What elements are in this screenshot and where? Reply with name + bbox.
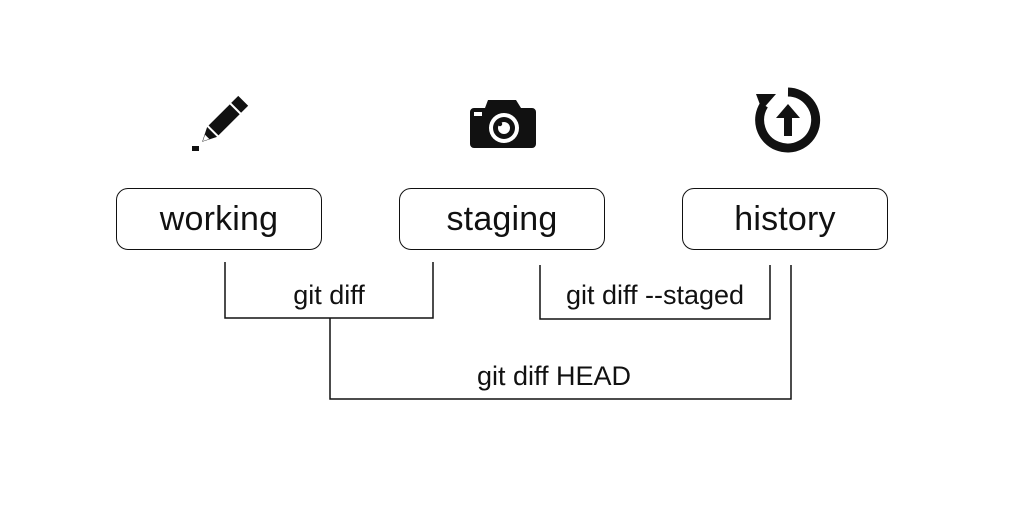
staging-box: staging [399,188,605,250]
camera-icon [466,86,538,158]
git-diff-bracket [224,262,434,319]
history-restore-icon [752,84,824,156]
git-diff-head-bracket [329,265,792,400]
staging-label: staging [446,199,558,238]
working-box: working [116,188,322,250]
git-diff-staged-label: git diff --staged [565,280,745,310]
git-diff-head-label: git diff HEAD [476,361,632,391]
working-label: working [159,199,279,238]
pencil-icon [186,86,258,158]
history-box: history [682,188,888,250]
history-label: history [734,199,836,238]
git-diff-label: git diff [293,280,365,310]
git-diff-staged-bracket [539,265,771,320]
